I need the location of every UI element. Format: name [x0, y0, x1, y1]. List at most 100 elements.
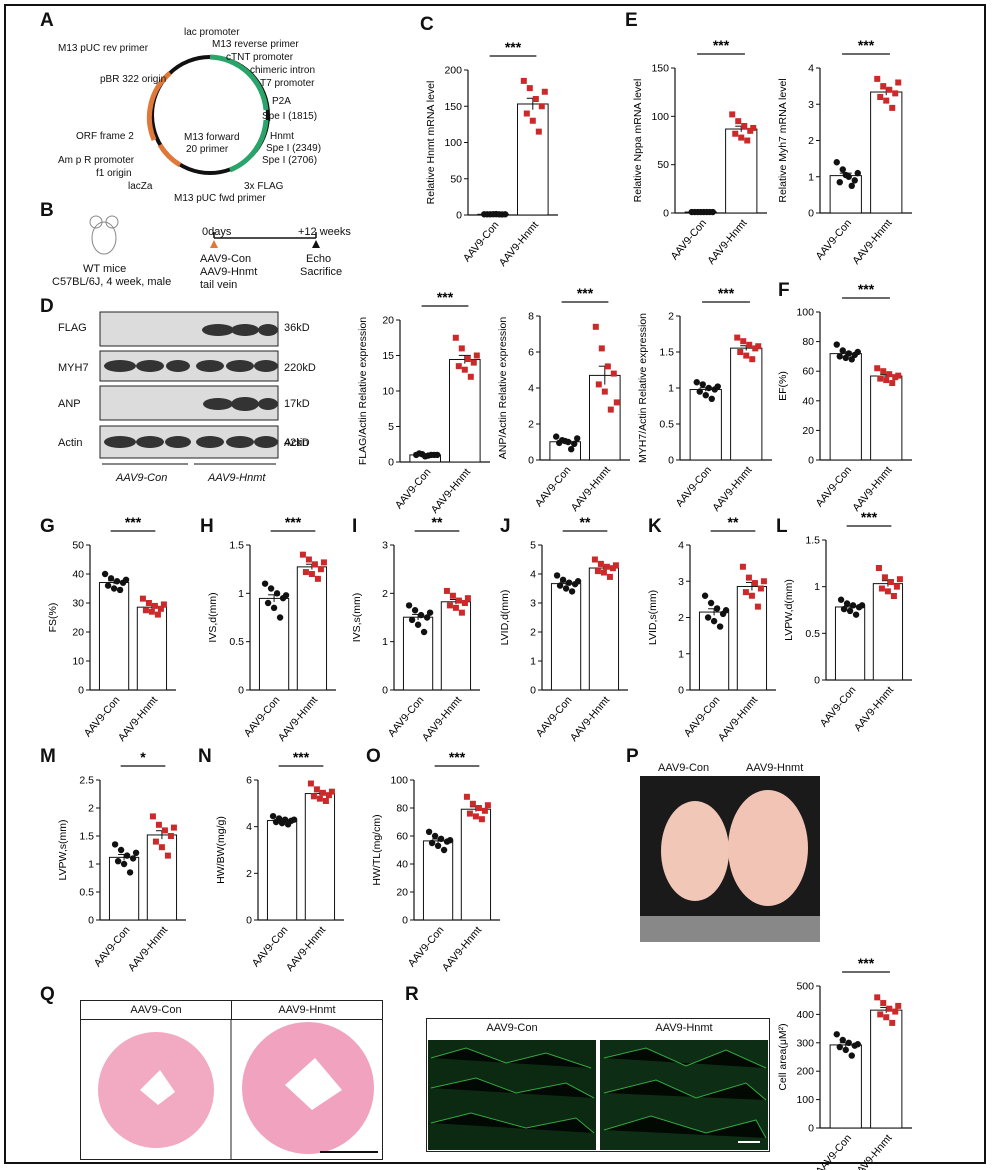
bar: [689, 389, 722, 461]
data-point: [464, 356, 471, 363]
data-point: [877, 94, 884, 100]
micro-frame: [426, 1018, 770, 1152]
y-tick-label: 1: [814, 581, 820, 593]
data-point: [892, 90, 899, 97]
y-tick-label: 0: [402, 915, 408, 927]
data-point: [502, 211, 509, 218]
y-axis-label: FS(%): [47, 603, 59, 633]
plasmid-label-m13-puc-rev: M13 pUC rev primer: [58, 43, 149, 54]
data-point: [316, 795, 323, 802]
data-point: [887, 579, 894, 585]
x-tick-label: AAV9-Con: [393, 466, 434, 511]
data-point: [149, 813, 156, 820]
data-point: [322, 798, 329, 804]
sig-label: ***: [437, 289, 454, 305]
data-point: [883, 97, 890, 104]
y-axis-label: Cell area(μM²): [777, 1023, 789, 1090]
data-point: [705, 384, 712, 392]
chart-o: 020406080100HW/TL(mg/cm)AAV9-ConAAV9-Hnm…: [371, 749, 500, 974]
y-axis-label: EF(%): [777, 371, 789, 401]
data-point: [411, 607, 419, 614]
data-point: [591, 556, 598, 563]
data-point: [431, 832, 439, 840]
timeline-end2: Sacrifice: [300, 266, 343, 278]
y-tick-label: 3: [808, 99, 814, 111]
x-tick-label: AAV9-Hnmt: [710, 464, 754, 514]
y-tick-label: 5: [388, 421, 394, 433]
data-point: [895, 79, 902, 86]
sig-label: ***: [718, 285, 735, 301]
micro-head-con: AAV9-Con: [486, 1022, 538, 1034]
data-point: [842, 171, 849, 179]
data-point: [833, 341, 840, 348]
x-tick-label: AAV9-Hnmt: [497, 219, 541, 269]
y-axis-label: IVS,s(mm): [351, 593, 363, 643]
plasmid-map: [146, 54, 270, 175]
data-point: [422, 453, 429, 460]
timeline-end1: Echo: [306, 253, 332, 265]
panel-letter-l: L: [776, 516, 788, 537]
data-point: [272, 818, 280, 826]
y-tick-label: 1.5: [229, 540, 244, 552]
blot-size-myh7: 220kD: [284, 362, 316, 374]
data-point: [478, 816, 485, 823]
y-tick-label: 100: [796, 307, 814, 319]
data-point: [414, 621, 422, 628]
x-tick-label: AAV9-Con: [82, 694, 123, 739]
bar: [258, 597, 290, 691]
data-point: [426, 609, 434, 616]
x-tick-label: AAV9-Con: [242, 694, 283, 739]
sig-label: ***: [577, 285, 594, 301]
y-tick-label: 20: [72, 627, 84, 639]
y-axis-label: LVPW,d(mm): [783, 579, 795, 641]
bar: [136, 606, 168, 691]
sig-label: ***: [285, 514, 302, 530]
y-tick-label: 200: [796, 1066, 814, 1078]
mouse-strain: C57BL/6J, 4 week, male: [52, 276, 172, 288]
data-point: [446, 837, 454, 844]
data-point: [470, 359, 477, 366]
bar: [589, 374, 621, 461]
y-tick-label: 20: [396, 887, 408, 899]
data-point: [423, 614, 431, 621]
y-tick-label: 2: [808, 135, 814, 147]
heart-photo: [640, 776, 820, 942]
data-point: [114, 858, 122, 865]
data-point: [148, 608, 155, 615]
data-point: [574, 435, 581, 442]
data-point: [458, 609, 465, 616]
x-tick-label: AAV9-Hnmt: [116, 694, 160, 744]
bar: [422, 840, 454, 921]
timeline-inj3: tail vein: [200, 279, 238, 291]
data-point: [126, 869, 134, 876]
data-point: [556, 439, 563, 447]
micro-head-hnmt: AAV9-Hnmt: [655, 1022, 713, 1034]
y-tick-label: 50: [72, 540, 84, 552]
data-point: [428, 451, 435, 459]
data-point: [740, 338, 747, 345]
data-point: [473, 352, 480, 359]
sig-label: ***: [858, 281, 875, 297]
data-point: [754, 603, 761, 610]
plasmid-label-lacza: lacZa: [128, 181, 153, 192]
data-point: [164, 852, 171, 859]
x-tick-label: AAV9-Hnmt: [429, 466, 473, 516]
data-point: [837, 596, 845, 603]
data-point: [610, 370, 617, 377]
data-point: [490, 211, 497, 218]
data-point: [691, 208, 698, 216]
panel-letter-b: B: [40, 200, 54, 221]
data-point: [693, 379, 700, 386]
data-point: [613, 399, 620, 406]
y-tick-label: 0: [678, 685, 684, 697]
y-tick-label: 2: [382, 588, 388, 600]
data-point: [535, 128, 542, 135]
data-point: [317, 566, 324, 573]
data-point: [307, 780, 314, 787]
bar: [98, 582, 130, 691]
data-point: [880, 368, 887, 375]
data-point: [883, 1014, 890, 1021]
y-tick-label: 50: [657, 159, 669, 171]
